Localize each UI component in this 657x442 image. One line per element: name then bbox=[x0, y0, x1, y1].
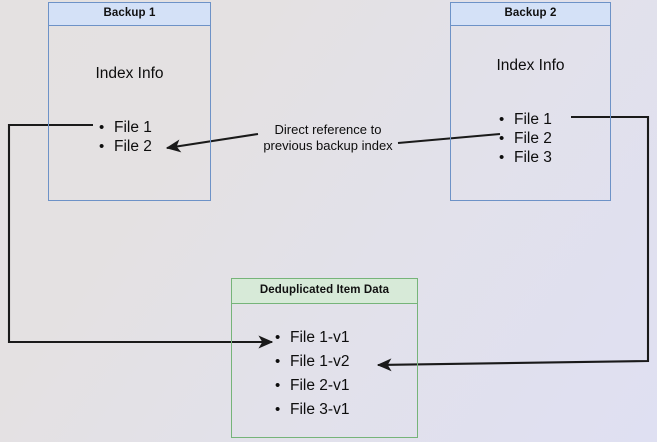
list-item[interactable]: File 2 bbox=[99, 137, 152, 156]
file-label: File 2 bbox=[114, 138, 152, 155]
file-label: File 2 bbox=[514, 130, 552, 147]
list-item[interactable]: File 2 bbox=[499, 129, 552, 148]
item-label: File 1-v2 bbox=[290, 353, 350, 370]
dedup-header: Deduplicated Item Data bbox=[232, 279, 417, 304]
list-item[interactable]: File 3-v1 bbox=[275, 398, 349, 422]
backup-2-index-info-label: Index Info bbox=[496, 57, 565, 74]
backup-2-title: Backup 2 bbox=[504, 7, 557, 20]
direct-reference-caption: Direct reference to previous backup inde… bbox=[263, 122, 393, 153]
dedup-body: File 1-v1 File 1-v2 File 2-v1 File 3-v1 bbox=[232, 304, 417, 437]
item-label: File 3-v1 bbox=[290, 401, 350, 418]
backup-1-file-list: File 1 File 2 bbox=[99, 118, 152, 156]
list-item[interactable]: File 2-v1 bbox=[275, 374, 349, 398]
dedup-item-list: File 1-v1 File 1-v2 File 2-v1 File 3-v1 bbox=[275, 326, 349, 422]
deduplicated-item-data-box[interactable]: Deduplicated Item Data File 1-v1 File 1-… bbox=[231, 278, 418, 438]
backup-1-body: Index Info File 1 File 2 bbox=[49, 26, 210, 200]
item-label: File 1-v1 bbox=[290, 329, 350, 346]
file-label: File 3 bbox=[514, 149, 552, 166]
list-item[interactable]: File 1-v2 bbox=[275, 350, 349, 374]
list-item[interactable]: File 1 bbox=[99, 118, 152, 137]
backup-2-header: Backup 2 bbox=[451, 3, 610, 26]
backup-1-index-info-label: Index Info bbox=[95, 65, 164, 82]
backup-2-file-list: File 1 File 2 File 3 bbox=[499, 110, 552, 167]
backup-1-title: Backup 1 bbox=[103, 7, 156, 20]
backup-1-box[interactable]: Backup 1 Index Info File 1 File 2 bbox=[48, 2, 211, 201]
file-label: File 1 bbox=[514, 111, 552, 128]
file-label: File 1 bbox=[114, 119, 152, 136]
backup-1-header: Backup 1 bbox=[49, 3, 210, 26]
list-item[interactable]: File 1 bbox=[499, 110, 552, 129]
backup-2-box[interactable]: Backup 2 Index Info File 1 File 2 File 3 bbox=[450, 2, 611, 201]
backup-2-body: Index Info File 1 File 2 File 3 bbox=[451, 26, 610, 200]
list-item[interactable]: File 3 bbox=[499, 148, 552, 167]
item-label: File 2-v1 bbox=[290, 377, 350, 394]
dedup-title: Deduplicated Item Data bbox=[259, 284, 390, 297]
list-item[interactable]: File 1-v1 bbox=[275, 326, 349, 350]
